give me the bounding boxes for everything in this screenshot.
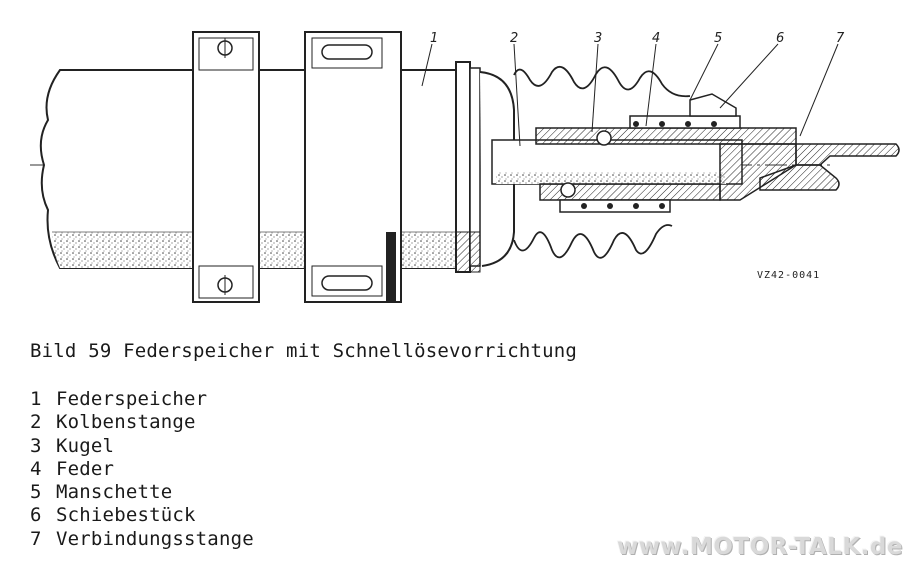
boot-sleeve: [513, 65, 691, 98]
legend-number: 3: [30, 434, 42, 457]
legend-item: 3 Kugel: [30, 435, 254, 458]
mounting-clamp-left: [192, 31, 260, 303]
legend-label: Kugel: [56, 434, 115, 457]
legend-item: 2 Kolbenstange: [30, 411, 254, 434]
legend-item: 1 Federspeicher: [30, 388, 254, 411]
wedge-piece: [689, 93, 737, 117]
spring: [581, 121, 717, 209]
legend-item: 5 Manschette: [30, 481, 254, 504]
legend-number: 2: [30, 411, 42, 434]
callout-2: 2: [510, 31, 518, 46]
legend-number: 4: [30, 457, 42, 480]
legend-label: Verbindungsstange: [56, 527, 254, 550]
callout-7: 7: [836, 31, 845, 46]
legend-label: Kolbenstange: [56, 411, 196, 434]
piston-rod: [491, 139, 743, 185]
legend-number: 6: [30, 504, 42, 527]
spring-brake-diagram: 1 2 3 4 5 6 7 VZ42-0041: [30, 31, 900, 303]
connecting-rod: [759, 143, 900, 191]
legend-label: Schiebestück: [56, 504, 196, 527]
boot-sleeve-lower: [513, 224, 673, 259]
legend-item: 7 Verbindungsstange: [30, 528, 254, 551]
drawing-code: VZ42-0041: [757, 270, 820, 281]
callout-4: 4: [652, 31, 660, 46]
leader-lines: [421, 43, 839, 147]
legend-label: Federspeicher: [56, 388, 208, 410]
ball: [560, 130, 612, 198]
legend-item: 4 Feder: [30, 458, 254, 481]
callout-5: 5: [714, 31, 722, 46]
legend-label: Manschette: [56, 481, 173, 504]
callout-6: 6: [776, 31, 784, 46]
mounting-clamp-right: [304, 31, 402, 303]
figure-caption: Bild 59 Federspeicher mit Schnellösevorr…: [30, 340, 578, 362]
legend-label: Feder: [56, 457, 115, 480]
callout-1: 1: [430, 31, 438, 46]
legend-item: 6 Schiebestück: [30, 504, 254, 527]
legend-number: 5: [30, 481, 42, 504]
callout-3: 3: [594, 31, 602, 46]
flange-ring: [455, 61, 481, 273]
watermark: www.MOTOR-TALK.de: [616, 534, 903, 560]
legend-list: 1 Federspeicher 2 Kolbenstange 3 Kugel 4 Fed…: [30, 388, 254, 551]
legend-number: 7: [30, 527, 42, 550]
legend-number: 1: [30, 388, 42, 410]
